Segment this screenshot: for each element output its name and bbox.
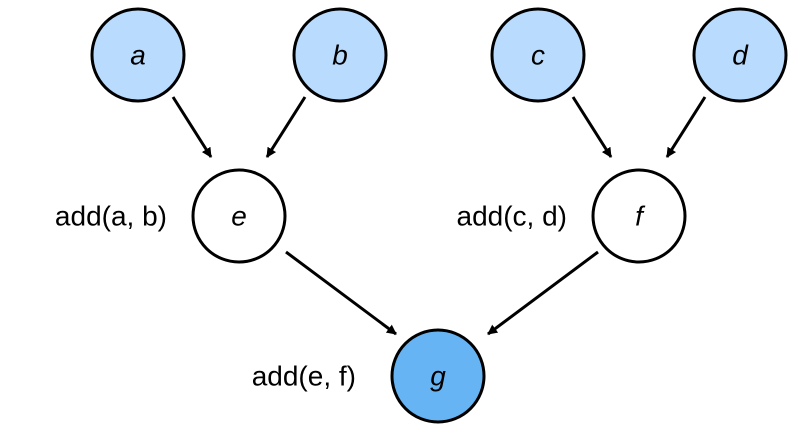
node-b: b	[292, 7, 388, 103]
node-b-label: b	[332, 40, 348, 71]
edge-e-g	[285, 250, 397, 336]
edges	[171, 96, 707, 336]
node-g-label: g	[430, 361, 446, 392]
node-a-circle	[90, 7, 186, 103]
edge-d-f	[665, 96, 707, 158]
node-e-operation: add(a, b)	[55, 201, 167, 232]
node-c: c	[490, 7, 586, 103]
node-c-label: c	[531, 40, 545, 71]
node-a: a	[90, 7, 186, 103]
node-f: f add(c, d)	[457, 168, 687, 264]
node-g-operation: add(e, f)	[252, 361, 356, 392]
node-a-label: a	[130, 40, 146, 71]
node-e: e add(a, b)	[55, 168, 287, 264]
edge-b-e	[265, 96, 307, 158]
node-f-circle	[591, 168, 687, 264]
node-f-label: f	[635, 201, 646, 232]
edge-f-g	[487, 250, 599, 336]
edge-a-e	[171, 96, 213, 158]
node-b-circle	[292, 7, 388, 103]
node-d: d	[692, 7, 788, 103]
edge-c-f	[571, 96, 613, 158]
node-g-circle	[390, 328, 486, 424]
node-e-circle	[191, 168, 287, 264]
node-e-label: e	[231, 201, 247, 232]
node-c-circle	[490, 7, 586, 103]
node-g: g add(e, f)	[252, 328, 486, 424]
node-d-label: d	[732, 40, 749, 71]
node-f-operation: add(c, d)	[457, 201, 568, 232]
node-d-circle	[692, 7, 788, 103]
